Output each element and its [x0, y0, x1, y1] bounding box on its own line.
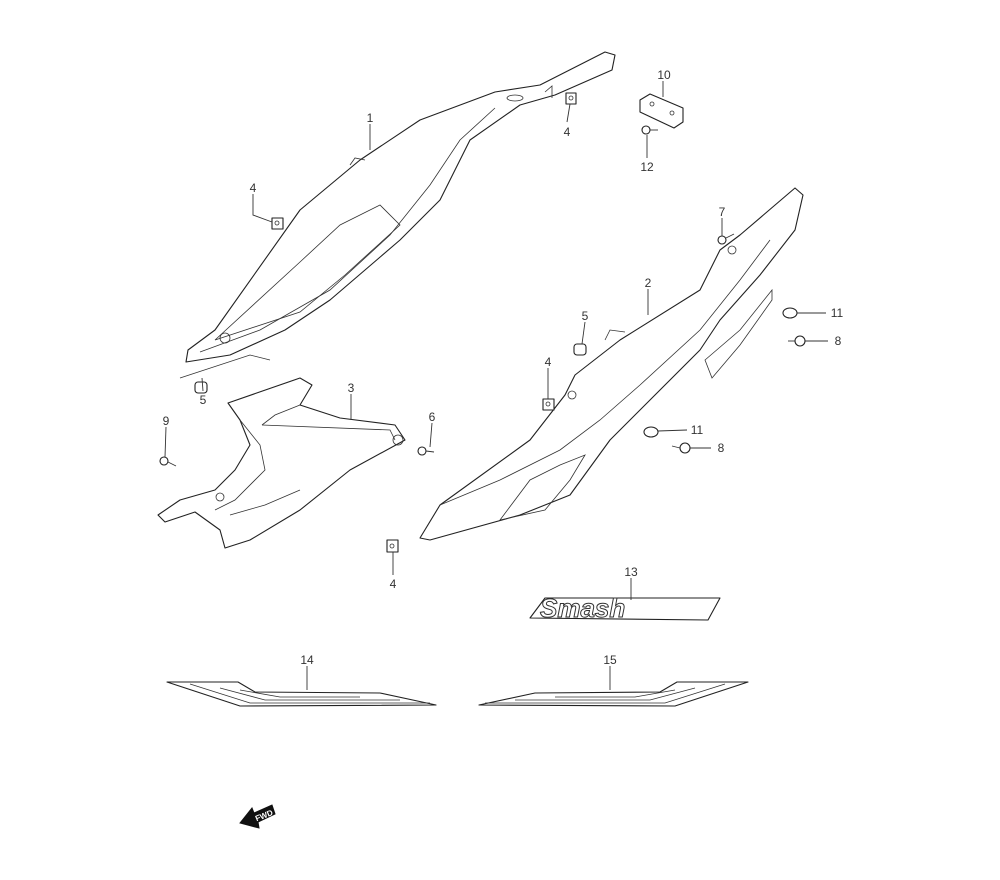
callout-4: 4 [250, 181, 257, 195]
part-11-washer[interactable] [643, 426, 659, 438]
part-10-plate[interactable] [639, 93, 684, 129]
part-8-bolt[interactable] [671, 442, 691, 454]
part-4-clip[interactable] [271, 217, 284, 230]
callout-2: 2 [645, 276, 652, 290]
part-4-clip[interactable] [386, 539, 399, 553]
part-3-lower-cover[interactable] [157, 377, 406, 549]
part-9-screw[interactable] [159, 456, 177, 467]
callout-9: 9 [163, 414, 170, 428]
fwd-label: FWD [254, 808, 274, 823]
callout-13: 13 [624, 565, 638, 579]
part-6-screw[interactable] [417, 446, 435, 456]
part-5-grommet[interactable] [573, 343, 587, 356]
callout-7: 7 [719, 205, 726, 219]
callout-8: 8 [835, 334, 842, 348]
callout-10: 10 [657, 68, 671, 82]
callout-5: 5 [200, 393, 207, 407]
part-13-logo-emblem[interactable]: Smash [529, 593, 721, 624]
callout-3: 3 [348, 381, 355, 395]
part-14-stripe-left[interactable] [166, 681, 437, 707]
part-1-frame-cover[interactable] [179, 51, 616, 379]
callout-1: 1 [367, 111, 374, 125]
part-5-grommet[interactable] [194, 381, 208, 394]
callout-6: 6 [429, 410, 436, 424]
callout-11: 11 [691, 423, 704, 437]
callout-4: 4 [564, 125, 571, 139]
part-4-clip[interactable] [542, 398, 555, 411]
callout-8: 8 [718, 441, 725, 455]
leader-lines [164, 81, 828, 690]
part-11-washer[interactable] [782, 307, 798, 319]
callout-5: 5 [582, 309, 589, 323]
callout-4: 4 [390, 577, 397, 591]
part-15-stripe-right[interactable] [478, 681, 749, 707]
callout-15: 15 [603, 653, 617, 667]
callout-14: 14 [300, 653, 314, 667]
part-2-frame-cover[interactable] [419, 187, 804, 541]
part-7-screw[interactable] [717, 233, 735, 245]
part-8-bolt[interactable] [788, 335, 806, 347]
part-4-clip[interactable] [565, 92, 577, 105]
part-12-screw[interactable] [641, 125, 658, 135]
callout-11: 11 [831, 306, 844, 320]
logo-text: Smash [540, 593, 625, 623]
callout-4: 4 [545, 355, 552, 369]
callout-12: 12 [640, 160, 654, 174]
fwd-direction-arrow: FWD [239, 804, 276, 829]
